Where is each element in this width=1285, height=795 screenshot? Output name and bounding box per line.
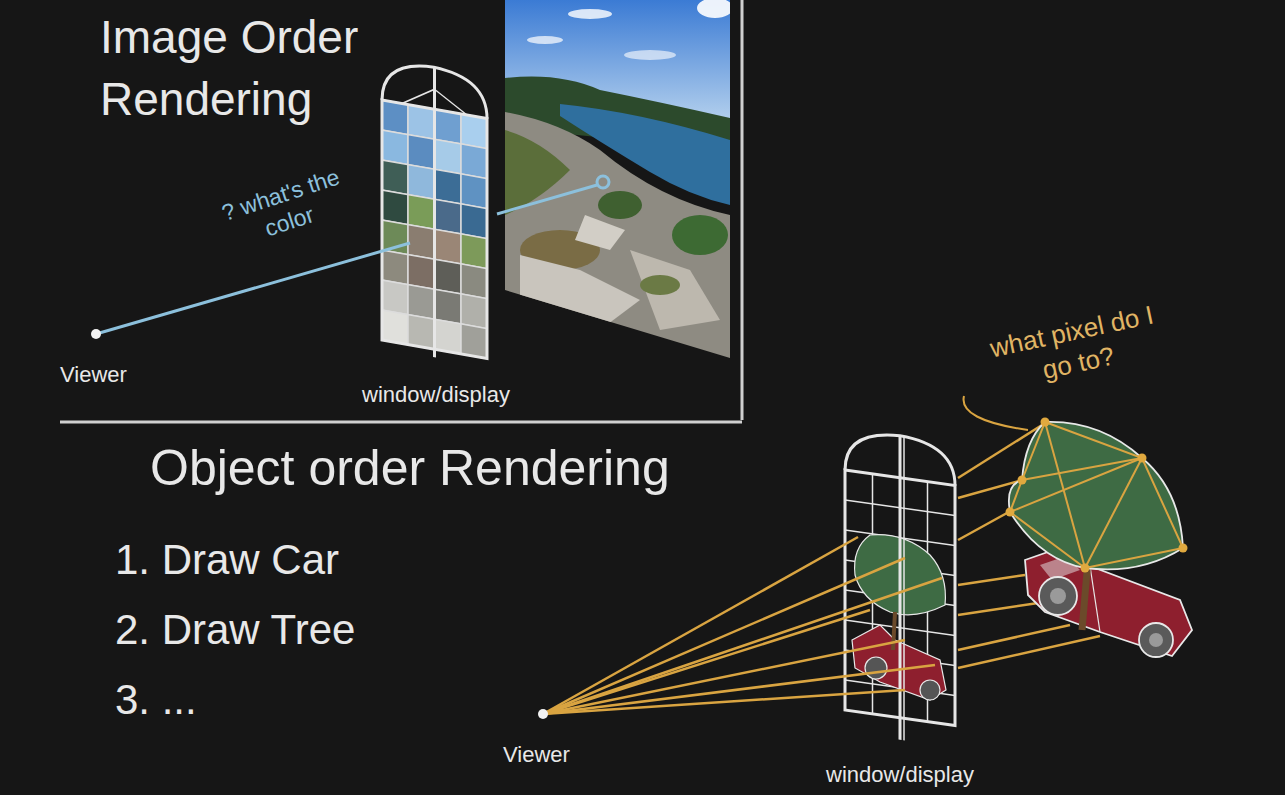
display-label: window/display	[826, 762, 1026, 788]
window-display	[382, 58, 487, 367]
step-item: 2. Draw Tree	[115, 605, 445, 655]
tree	[1006, 418, 1188, 631]
leader-line	[964, 396, 1028, 430]
annotation: what pixel do I go to?	[980, 297, 1169, 397]
step-item: 3. ...	[115, 675, 445, 725]
viewer-point	[91, 329, 101, 339]
panel-frame	[60, 0, 742, 422]
section-heading: Object order Rendering	[150, 436, 790, 500]
section-heading: Image Order Rendering	[100, 6, 430, 130]
step-item: 1. Draw Car	[115, 535, 445, 585]
viewer-point	[538, 709, 548, 719]
display-label: window/display	[362, 382, 562, 408]
viewer-label: Viewer	[60, 362, 170, 388]
viewer-label: Viewer	[503, 742, 613, 768]
annotation: ? what's the color	[196, 155, 375, 261]
view-ray	[96, 176, 609, 334]
window-frame	[845, 428, 955, 747]
landscape-photo	[505, 0, 733, 360]
